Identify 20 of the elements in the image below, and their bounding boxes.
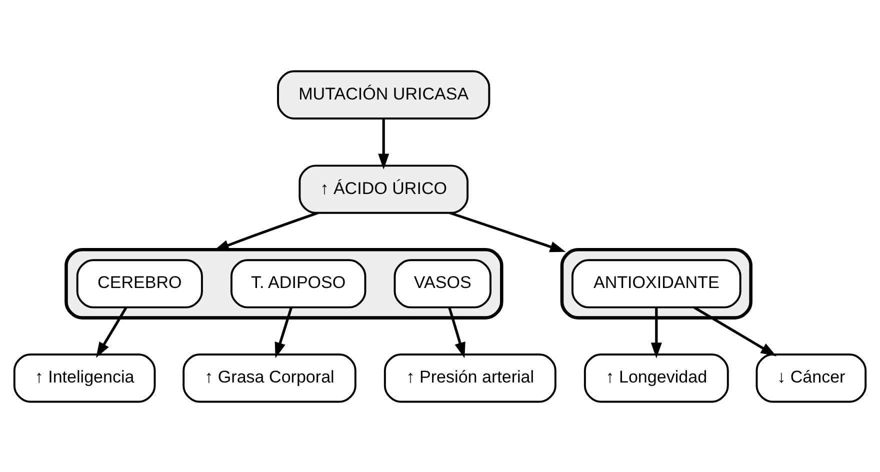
node-box: VASOS [394, 258, 492, 308]
node-box: ↑ Grasa Corporal [182, 353, 356, 402]
node-box: MUTACIÓN URICASA [277, 70, 490, 119]
arrow [96, 306, 128, 358]
cluster [64, 247, 504, 319]
node-box: ANTIOXIDANTE [571, 258, 742, 308]
arrow [274, 306, 292, 358]
arrow [448, 306, 466, 358]
node-box: ↑ Presión arterial [384, 353, 556, 402]
node-box: ↑ Longevidad [584, 353, 729, 402]
node-box: CEREBRO [76, 258, 203, 308]
arrow [650, 307, 662, 358]
node-box: ↓ Cáncer [756, 353, 867, 402]
node-box: ↑ ÁCIDO ÚRICO [298, 164, 469, 214]
node-box: ↑ Inteligencia [13, 353, 156, 402]
node-box: T. ADIPOSO [230, 258, 366, 308]
arrow [378, 118, 390, 170]
cluster [560, 247, 752, 319]
arrow [694, 306, 777, 356]
arrow [450, 211, 566, 252]
